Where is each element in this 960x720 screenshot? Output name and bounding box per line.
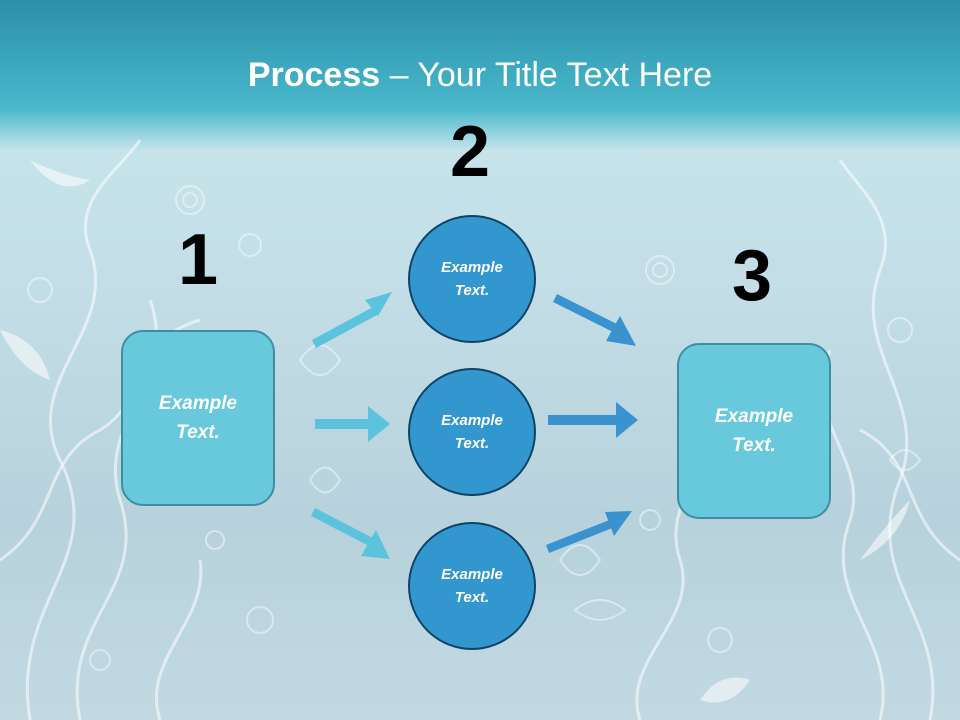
circle-top-text-line1: Example <box>441 259 503 276</box>
title-band <box>0 0 960 145</box>
circle-middle-text-line2: Text. <box>454 435 490 452</box>
circle-top-text-line2: Text. <box>454 282 490 299</box>
circle-bottom-text-line2: Text. <box>454 589 490 606</box>
slide-title: Process – Your Title Text Here <box>0 55 960 95</box>
arrow-step1-to-middle-circle <box>315 406 390 442</box>
title-bold: Process <box>247 56 381 94</box>
step2-circle-middle: Example Text. <box>408 368 536 496</box>
step3-box: Example Text. <box>677 343 831 519</box>
step-number-3: 3 <box>732 236 773 316</box>
step1-text-line2: Text. <box>176 422 220 443</box>
arrow-top-circle-to-step3 <box>553 294 636 346</box>
step-number-1: 1 <box>178 220 219 300</box>
arrow-step1-to-bottom-circle <box>311 508 390 559</box>
circle-middle-text-line1: Example <box>441 412 503 429</box>
circle-bottom-text-line1: Example <box>441 566 503 583</box>
arrow-step1-to-top-circle <box>312 292 392 348</box>
arrow-middle-circle-to-step3 <box>548 402 638 438</box>
step3-text-line1: Example <box>714 406 794 427</box>
step3-text-line2: Text. <box>732 435 776 456</box>
arrow-bottom-circle-to-step3 <box>546 511 632 553</box>
step-number-2: 2 <box>450 112 491 192</box>
step1-text-line1: Example <box>158 393 238 414</box>
step1-box: Example Text. <box>121 330 275 506</box>
step2-circle-top: Example Text. <box>408 215 536 343</box>
step2-circle-bottom: Example Text. <box>408 522 536 650</box>
title-rest: – Your Title Text Here <box>380 56 713 94</box>
